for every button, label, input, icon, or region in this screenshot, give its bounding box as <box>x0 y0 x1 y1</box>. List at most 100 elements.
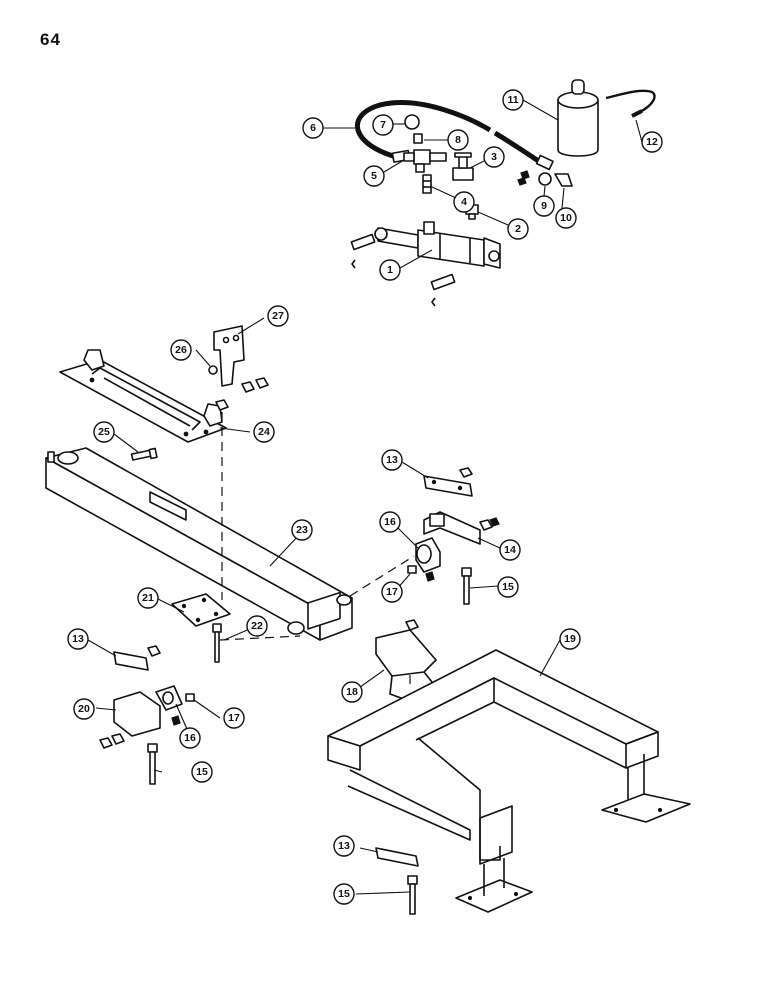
callout-item-15: 15 <box>333 883 355 905</box>
svg-text:17: 17 <box>386 586 398 598</box>
svg-text:13: 13 <box>338 840 350 852</box>
bushing <box>208 365 218 375</box>
svg-text:15: 15 <box>502 581 514 593</box>
callout-item-12: 12 <box>641 131 663 153</box>
nuts <box>215 377 269 411</box>
svg-text:16: 16 <box>184 732 196 744</box>
svg-text:19: 19 <box>564 633 576 645</box>
callout-item-19: 19 <box>559 628 581 650</box>
leader-lines <box>87 99 643 895</box>
plate <box>375 847 419 867</box>
pipe-nipple <box>422 174 432 194</box>
bolt <box>185 693 195 702</box>
vent-tube <box>605 89 656 118</box>
svg-text:8: 8 <box>455 134 461 146</box>
oil-reservoir <box>557 79 599 157</box>
svg-text:17: 17 <box>228 712 240 724</box>
pivot-clamp <box>415 537 441 573</box>
main-beam <box>45 447 353 641</box>
svg-text:1: 1 <box>387 264 393 276</box>
callout-item-24: 24 <box>253 421 275 443</box>
svg-text:24: 24 <box>258 426 270 438</box>
svg-text:27: 27 <box>272 310 284 322</box>
mounting-bracket <box>59 349 227 443</box>
nut <box>425 571 435 582</box>
bolt <box>407 875 418 915</box>
callout-item-23: 23 <box>291 519 313 541</box>
callout-item-13: 13 <box>381 449 403 471</box>
callout-item-8: 8 <box>447 129 469 151</box>
callout-item-6: 6 <box>302 117 324 139</box>
callout-item-2: 2 <box>507 218 529 240</box>
pivot-clamp <box>155 685 183 711</box>
callout-item-15: 15 <box>497 576 519 598</box>
callout-item-22: 22 <box>246 615 268 637</box>
svg-text:22: 22 <box>251 620 263 632</box>
svg-text:13: 13 <box>72 633 84 645</box>
hydraulic-cylinder <box>374 221 501 269</box>
callout-item-18: 18 <box>341 681 363 703</box>
svg-text:3: 3 <box>491 151 497 163</box>
cylinder-pins <box>350 233 456 307</box>
svg-text:21: 21 <box>142 592 154 604</box>
callout-item-17: 17 <box>381 581 403 603</box>
bolt <box>461 567 472 605</box>
svg-text:11: 11 <box>507 94 518 106</box>
svg-text:25: 25 <box>98 426 110 438</box>
svg-text:15: 15 <box>338 888 350 900</box>
callout-item-25: 25 <box>93 421 115 443</box>
bracket <box>423 511 500 545</box>
svg-text:10: 10 <box>560 212 572 224</box>
svg-text:18: 18 <box>346 686 358 698</box>
callout-item-27: 27 <box>267 305 289 327</box>
callout-item-13: 13 <box>333 835 355 857</box>
nut <box>111 733 125 745</box>
nut <box>171 715 181 726</box>
tee-fitting <box>403 114 447 173</box>
callout-item-7: 7 <box>372 114 394 136</box>
svg-text:14: 14 <box>504 544 516 556</box>
callout-item-14: 14 <box>499 539 521 561</box>
callout-item-13: 13 <box>67 628 89 650</box>
callout-item-4: 4 <box>453 191 475 213</box>
svg-text:13: 13 <box>386 454 398 466</box>
plate <box>423 475 473 497</box>
callout-item-26: 26 <box>170 339 192 361</box>
svg-text:26: 26 <box>175 344 187 356</box>
callout-item-15: 15 <box>191 761 213 783</box>
nut <box>459 467 473 478</box>
bolt <box>407 565 417 574</box>
nut <box>99 737 113 749</box>
svg-text:6: 6 <box>310 122 316 134</box>
svg-text:23: 23 <box>296 524 308 536</box>
svg-text:4: 4 <box>461 196 467 208</box>
svg-text:7: 7 <box>380 119 386 131</box>
svg-text:15: 15 <box>196 766 208 778</box>
bolt <box>130 447 158 461</box>
callout-item-16: 16 <box>379 511 401 533</box>
page-number: 64 <box>40 30 61 49</box>
svg-text:9: 9 <box>541 200 547 212</box>
callout-item-5: 5 <box>363 165 385 187</box>
bracket <box>113 691 161 737</box>
nut <box>147 645 161 657</box>
svg-text:16: 16 <box>384 516 396 528</box>
mounting-bracket <box>375 619 441 703</box>
callout-item-17: 17 <box>223 707 245 729</box>
callout-item-1: 1 <box>379 259 401 281</box>
nut <box>517 177 527 186</box>
callout-item-3: 3 <box>483 146 505 168</box>
stand-frame <box>327 649 691 913</box>
svg-text:20: 20 <box>78 703 90 715</box>
callout-item-21: 21 <box>137 587 159 609</box>
callout-item-9: 9 <box>533 195 555 217</box>
callout-item-20: 20 <box>73 698 95 720</box>
valve <box>452 152 474 181</box>
bolt <box>147 743 158 785</box>
callout-item-16: 16 <box>179 727 201 749</box>
bolt <box>212 623 222 663</box>
callout-item-10: 10 <box>555 207 577 229</box>
plate <box>113 651 149 671</box>
svg-text:2: 2 <box>515 223 521 235</box>
